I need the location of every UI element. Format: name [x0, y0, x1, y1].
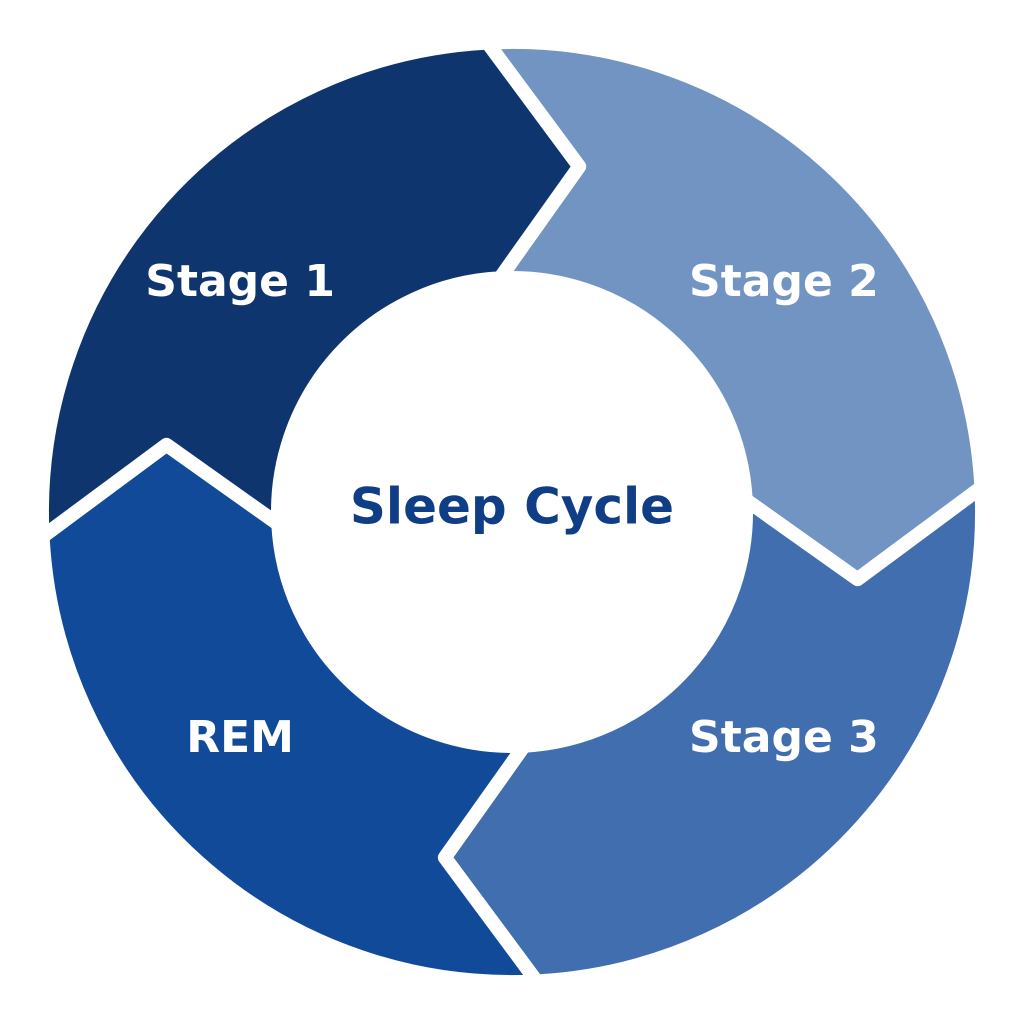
segment-label-stage-1: Stage 1: [145, 256, 335, 307]
segment-label-rem: REM: [186, 712, 294, 763]
segment-label-stage-3: Stage 3: [689, 712, 879, 763]
cycle-segments: [35, 35, 989, 989]
center-title: Sleep Cycle: [350, 478, 674, 536]
segment-label-stage-2: Stage 2: [689, 256, 879, 307]
segment-labels: Stage 1 Stage 2 Stage 3 REM: [145, 256, 878, 763]
center-circle: [276, 276, 748, 748]
